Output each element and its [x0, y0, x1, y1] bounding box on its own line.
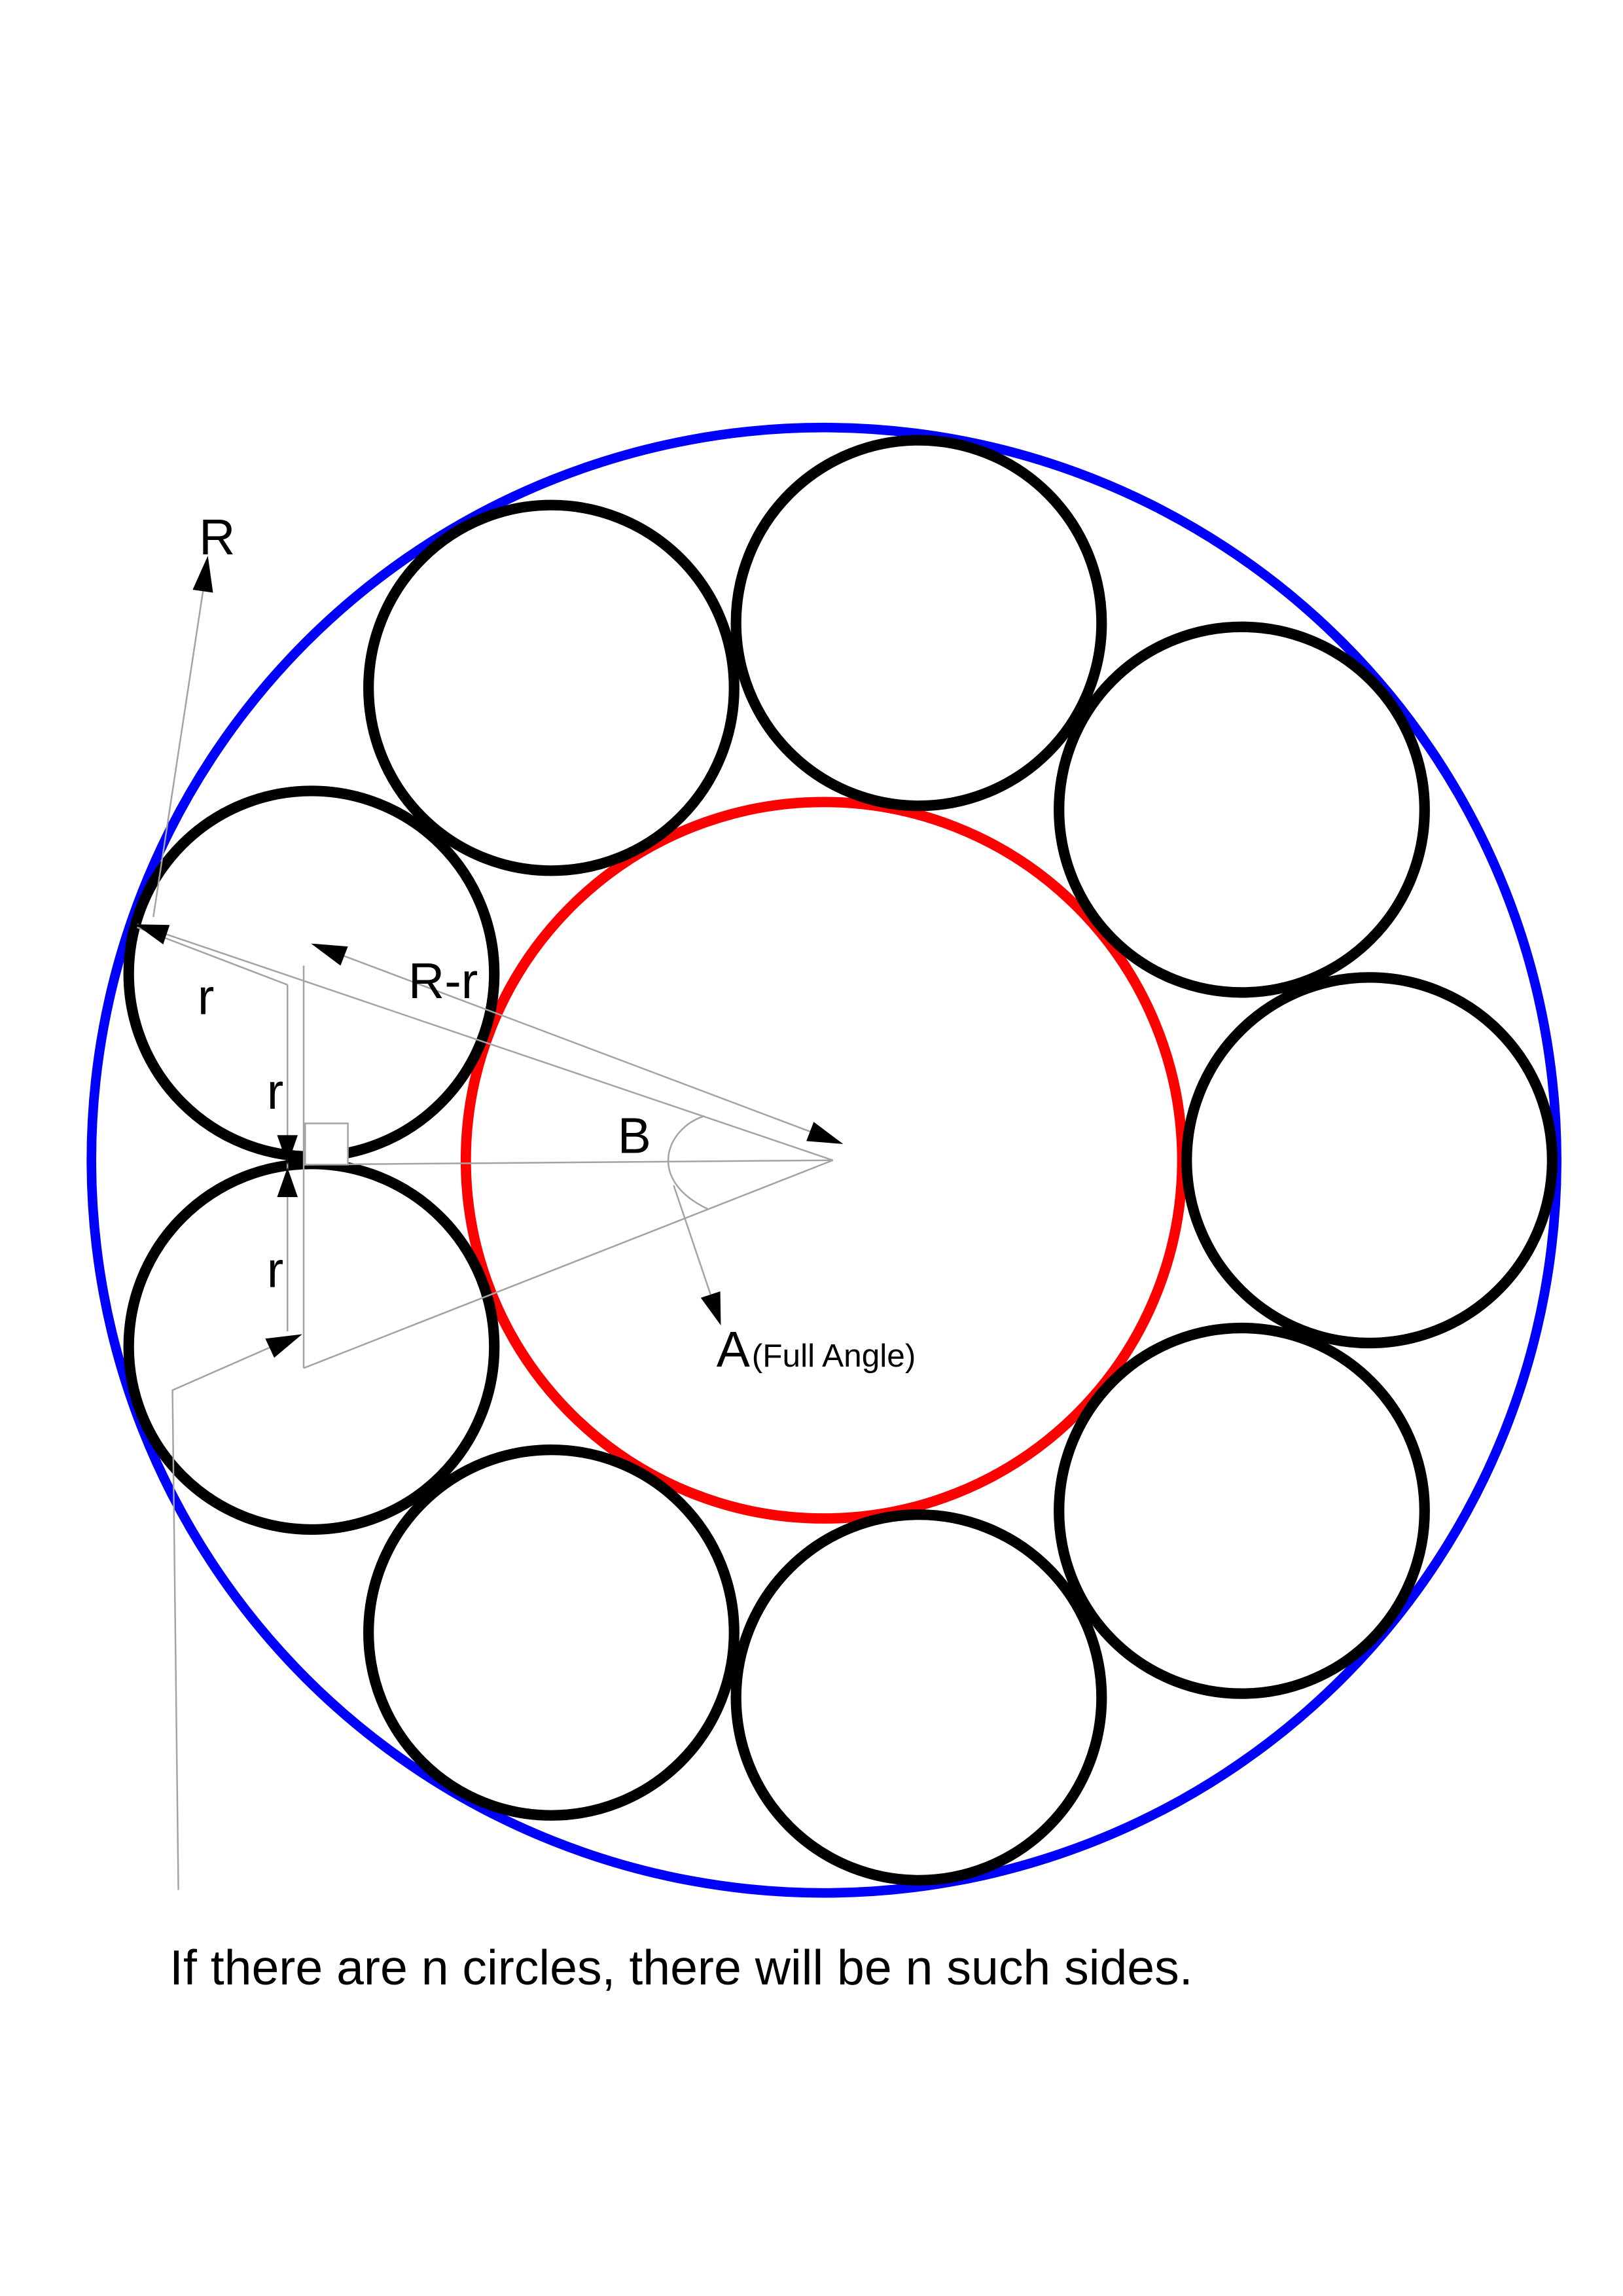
full-angle-leader [673, 1185, 711, 1295]
arrowhead-R-minus-r-start [311, 943, 348, 966]
small-circle [1054, 1322, 1430, 1699]
arrowhead-r-up [277, 1167, 298, 1198]
side-leader-line [171, 1346, 270, 1890]
small-circle [730, 435, 1107, 812]
arrowhead-R-label [192, 556, 213, 593]
apothem-line [304, 1159, 833, 1166]
small-circle [123, 1158, 500, 1535]
R-label-leader [152, 588, 205, 918]
full-angle-arc [667, 1115, 708, 1210]
arrowhead-r-down [277, 1135, 298, 1165]
arrowhead-full-angle [700, 1291, 721, 1325]
label-A: A [717, 1322, 750, 1378]
label-r-outer: r [198, 970, 215, 1026]
small-circle [730, 1509, 1107, 1886]
label-r-lower: r [267, 1242, 284, 1298]
arrowhead-side-leader [265, 1334, 302, 1358]
small-circle [363, 1444, 740, 1821]
arrowhead-R-outer [135, 924, 170, 944]
right-angle-marker [304, 1122, 349, 1166]
label-R-minus-r: R-r [408, 954, 478, 1009]
lower-triangle-edge [303, 1159, 834, 1369]
arrowheads [135, 556, 844, 1358]
label-B: B [618, 1108, 651, 1164]
radius-R-line [137, 924, 834, 1161]
label-r-upper: r [267, 1064, 284, 1120]
small-circle [1054, 621, 1430, 998]
small-circle [1181, 972, 1558, 1349]
label-R: R [199, 510, 235, 565]
label-full-angle-note: (Full Angle) [752, 1337, 916, 1374]
arrowhead-R-minus-r-end [806, 1122, 844, 1144]
R-minus-r-dimension-line [316, 944, 838, 1143]
caption: If there are n circles, there will be n … [169, 1940, 1193, 1995]
construction-lines [137, 588, 838, 1890]
small-circle [363, 499, 740, 876]
